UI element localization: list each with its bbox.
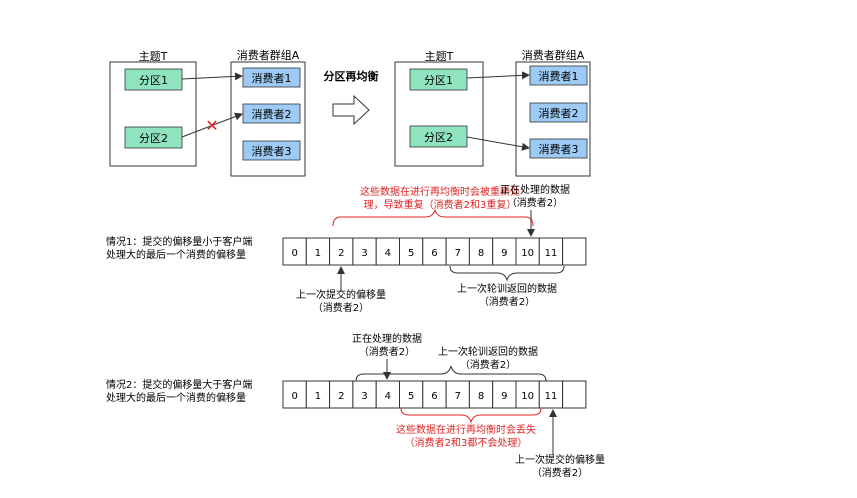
arrow-p2-c3-after	[466, 136, 530, 151]
case1-poll-line2: （消费者2）	[479, 295, 535, 308]
case2-offset-label: 2	[338, 391, 344, 402]
case2-offset-label: 10	[521, 391, 534, 402]
consumer3-after	[529, 138, 588, 159]
consumer1-before-label: 消费者1	[252, 71, 292, 85]
partition2-before	[124, 126, 183, 149]
case1-offset-label: 0	[291, 248, 297, 259]
consumer2-before-label: 消费者2	[252, 107, 292, 121]
partition2-after-label: 分区2	[424, 131, 453, 144]
case2-poll-brace	[355, 365, 547, 382]
partition2-before-label: 分区2	[139, 132, 168, 145]
case1-offset-label: 11	[545, 248, 558, 259]
case1: 情况1：提交的偏移量小于客户端 处理大的最后一个消费的偏移量 0 1 2 3 4 5 6 7 8…	[106, 183, 587, 314]
case2-desc-line1: 情况2：提交的偏移量大于客户端	[106, 378, 252, 391]
case1-offset-label: 10	[521, 248, 534, 259]
consumer3-before-label: 消费者3	[252, 144, 292, 158]
consumer2-before	[242, 103, 301, 124]
case2-offset-label: 7	[455, 391, 461, 402]
case2-offset-label: 6	[431, 391, 437, 402]
case2-offset-cell	[562, 380, 587, 409]
case1-committed-line2: （消费者2）	[313, 301, 369, 314]
partition1-after	[409, 68, 468, 91]
case2: 情况2：提交的偏移量大于客户端 处理大的最后一个消费的偏移量 0 1 2 3 4 5 6 7 8…	[106, 332, 605, 479]
case2-poll-line1: 上一次轮训返回的数据	[438, 345, 538, 358]
case1-offset-label: 3	[361, 248, 367, 259]
case2-offset-label: 0	[291, 391, 297, 402]
consumer3-before	[242, 140, 301, 161]
case1-offset-row: 0 1 2 3 4 5 6 7 8 9 10 11	[282, 237, 587, 266]
partition1-after-label: 分区1	[424, 74, 453, 87]
case1-offset-label: 7	[455, 248, 461, 259]
case1-red-note-line1: 这些数据在进行再均衡时会被重新处	[360, 185, 520, 198]
case1-offset-label: 1	[315, 248, 321, 259]
case2-processing-line2: （消费者2）	[359, 345, 415, 358]
rebalance-indicator: 分区再均衡	[324, 69, 379, 126]
case1-offset-cell	[562, 237, 587, 266]
case2-offset-label: 5	[408, 391, 414, 402]
arrow-p1-c1-before	[181, 72, 243, 81]
case2-desc-line2: 处理大的最后一个消费的偏移量	[106, 391, 246, 404]
arrow-p2-c2-before	[181, 112, 243, 138]
case2-processing-line1: 正在处理的数据	[352, 332, 422, 345]
case2-poll-line2: （消费者2）	[460, 358, 516, 371]
case2-offset-label: 11	[545, 391, 558, 402]
group-title-before: 消费者群组A	[237, 48, 300, 62]
partition1-before	[124, 68, 183, 91]
consumer3-after-label: 消费者3	[539, 142, 579, 156]
case2-offset-label: 3	[361, 391, 367, 402]
case2-committed-line1: 上一次提交的偏移量	[515, 453, 605, 466]
after-rebalance: 主题T 分区1 分区2 消费者群组A 消费者1 消费者2 消费者3	[394, 48, 591, 177]
consumer1-after	[529, 65, 588, 86]
right-arrow-icon	[332, 94, 370, 126]
broken-connection-mark: ✕	[205, 116, 218, 135]
case2-offset-label: 4	[385, 391, 391, 402]
case1-desc-line1: 情况1：提交的偏移量小于客户端	[106, 235, 252, 248]
case1-red-brace	[332, 208, 534, 227]
case1-offset-label: 4	[385, 248, 391, 259]
case1-offset-label: 2	[338, 248, 344, 259]
case1-processing-line1: 正在处理的数据	[500, 183, 570, 196]
case2-red-note-line2: （消费者2和3都不会处理）	[405, 436, 528, 449]
arrow-p1-c1-after	[466, 71, 530, 80]
case2-offset-row: 0 1 2 3 4 5 6 7 8 9 10 11	[282, 380, 587, 409]
case2-offset-label: 1	[315, 391, 321, 402]
topic-title-before: 主题T	[139, 50, 168, 63]
case2-offset-label: 9	[501, 391, 507, 402]
case1-offset-label: 9	[501, 248, 507, 259]
case1-offset-label: 8	[478, 248, 484, 259]
case1-desc-line2: 处理大的最后一个消费的偏移量	[106, 248, 246, 261]
partition2-after	[409, 125, 468, 148]
case1-red-note-line2: 理，导致重复（消费者2和3重复）	[364, 198, 517, 211]
consumer1-after-label: 消费者1	[539, 69, 579, 83]
before-rebalance: 主题T 分区1 分区2 消费者群组A 消费者1 消费者2 消费者3 ✕	[109, 48, 306, 177]
topic-title-after: 主题T	[425, 50, 454, 63]
group-title-after: 消费者群组A	[522, 48, 585, 62]
case2-red-brace	[400, 407, 542, 424]
case1-poll-brace	[449, 265, 565, 282]
consumer2-after-label: 消费者2	[539, 106, 579, 120]
case1-processing-line2: （消费者2）	[507, 196, 563, 209]
case1-offset-label: 6	[431, 248, 437, 259]
consumer1-before	[242, 67, 301, 88]
rebalance-label: 分区再均衡	[324, 69, 379, 83]
case1-committed-line1: 上一次提交的偏移量	[296, 288, 386, 301]
case1-poll-line1: 上一次轮训返回的数据	[457, 282, 557, 295]
case2-red-note-line1: 这些数据在进行再均衡时会丢失	[396, 423, 536, 436]
case2-offset-label: 8	[478, 391, 484, 402]
consumer2-after	[529, 102, 588, 123]
case2-committed-line2: （消费者2）	[532, 466, 588, 479]
partition1-before-label: 分区1	[139, 74, 168, 87]
case1-offset-label: 5	[408, 248, 414, 259]
